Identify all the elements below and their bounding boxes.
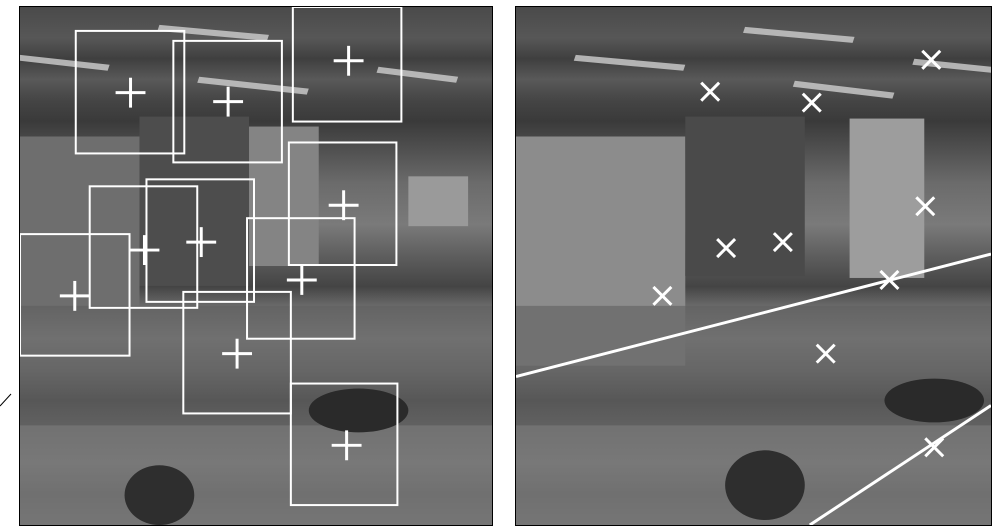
x-marker <box>879 269 900 290</box>
right-photo-panel <box>515 6 992 526</box>
plus-marker <box>333 45 364 76</box>
x-marker <box>924 437 945 458</box>
left-overlay <box>20 7 403 507</box>
plus-marker <box>328 190 359 221</box>
plus-marker <box>331 430 362 461</box>
left-photo-panel <box>19 6 493 526</box>
plus-marker <box>286 265 317 295</box>
left-photo-scene <box>20 24 492 525</box>
x-marker <box>921 49 942 70</box>
x-marker <box>815 343 836 364</box>
window-box <box>289 382 399 507</box>
window-box <box>287 141 398 266</box>
x-marker <box>700 81 721 102</box>
window-box <box>291 7 403 123</box>
window-box <box>74 29 186 155</box>
window-box <box>145 178 256 303</box>
x-marker <box>801 92 822 113</box>
stray-tick-mark <box>0 393 12 407</box>
plus-marker <box>129 235 160 266</box>
x-marker <box>772 232 793 253</box>
x-marker <box>652 285 673 306</box>
x-marker <box>915 196 936 217</box>
window-box <box>20 233 131 357</box>
window-box <box>88 185 199 309</box>
right-photo-scene <box>516 26 991 525</box>
plus-marker <box>186 227 217 258</box>
fitted-line <box>808 404 991 525</box>
right-overlay <box>516 49 991 525</box>
x-marker <box>716 238 737 259</box>
plus-marker <box>222 338 253 369</box>
window-box <box>172 39 283 164</box>
plus-marker <box>115 77 146 108</box>
fitted-line <box>516 252 991 379</box>
plus-marker <box>213 86 244 117</box>
window-box <box>246 217 356 340</box>
window-box <box>182 290 292 415</box>
plus-marker <box>59 280 90 311</box>
